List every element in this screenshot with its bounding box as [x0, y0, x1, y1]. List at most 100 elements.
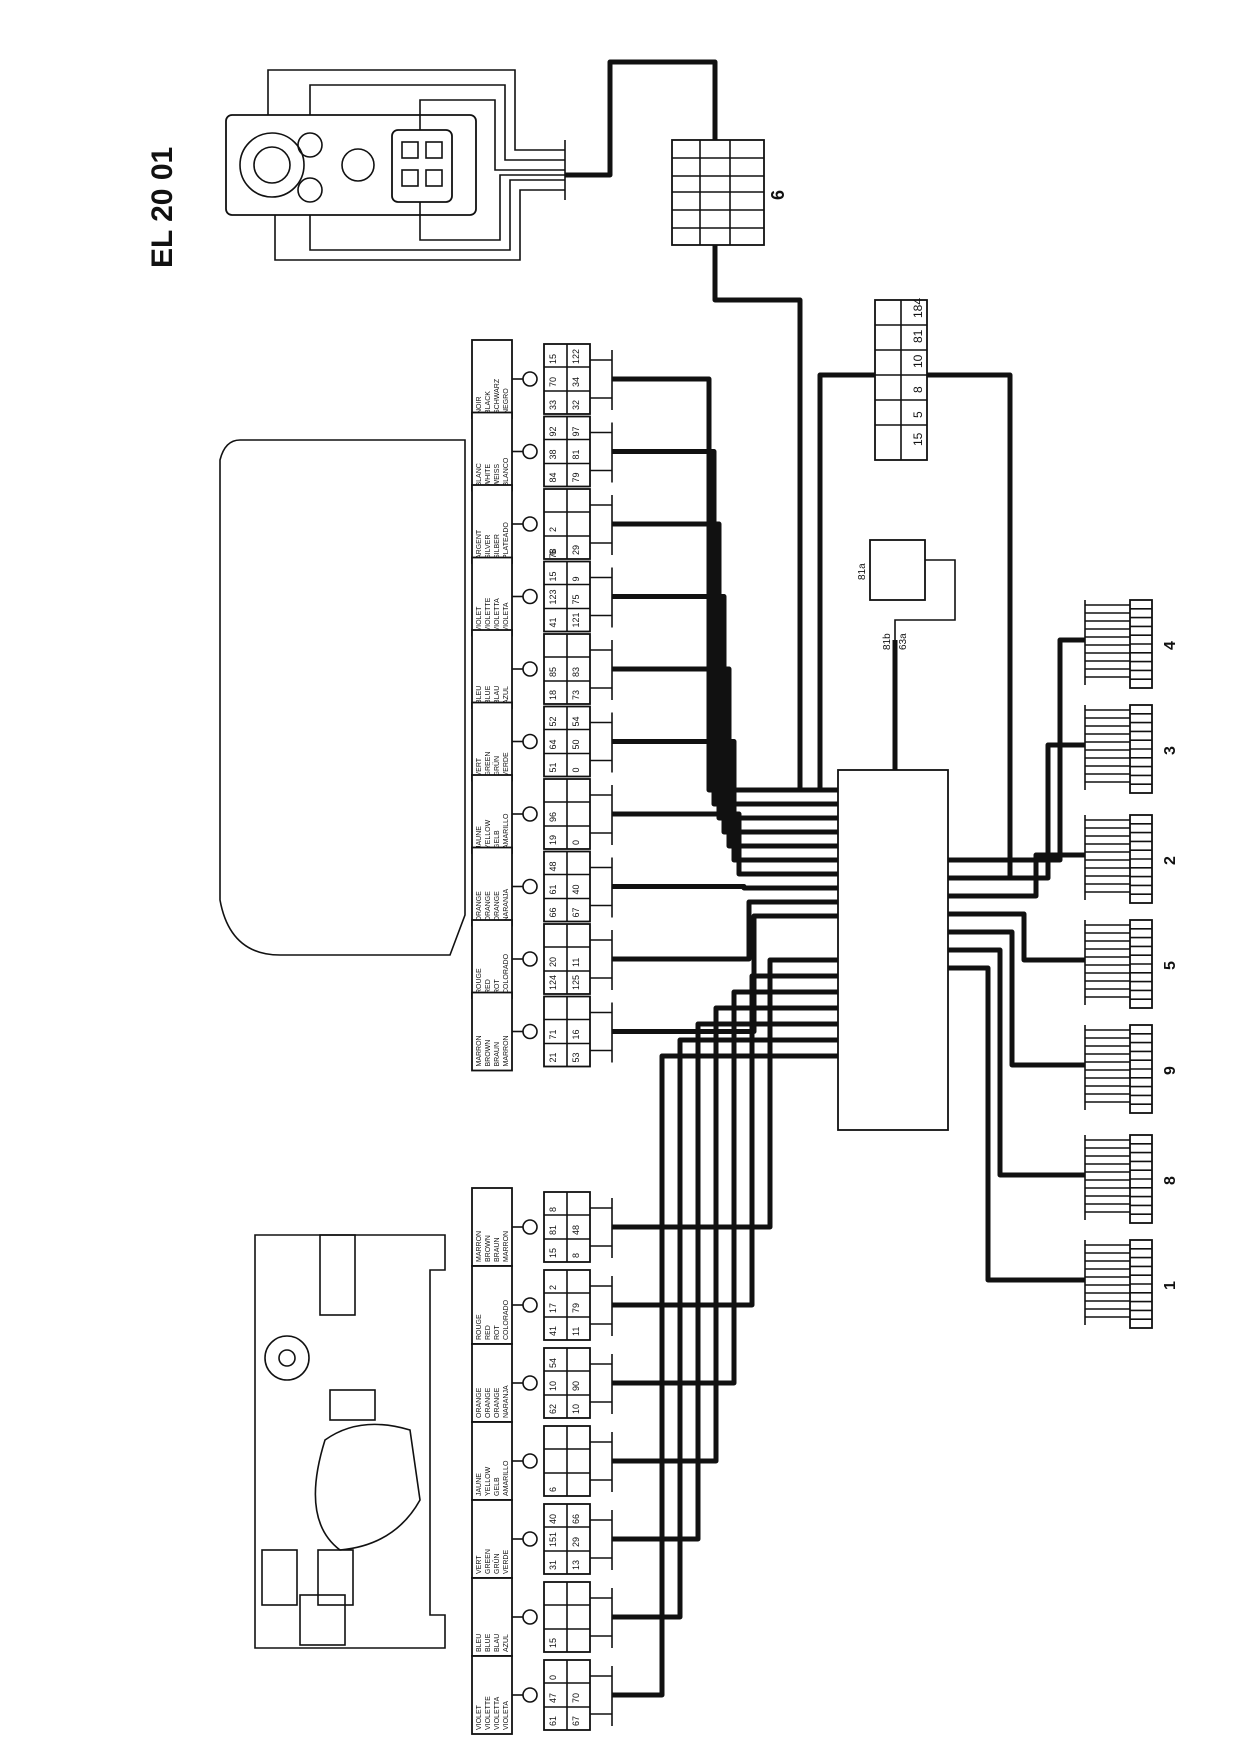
middle-pin-5: 5 — [911, 411, 925, 418]
connector-pin: 122 — [571, 349, 581, 364]
connector-color-label: MARRON — [503, 1035, 510, 1066]
connector-color-label: VIOLETTA — [494, 1696, 501, 1730]
connector-pin: 123 — [548, 589, 558, 604]
connector-pin: 11 — [571, 958, 581, 967]
relay: 81a 81b 63a — [857, 539, 956, 650]
connector-color-label: PLATEADO — [503, 522, 510, 559]
bundle-wire — [612, 989, 838, 1386]
connector-pin: 29 — [571, 1537, 581, 1547]
connector-color-label: BLAU — [494, 1634, 501, 1652]
connector-pin: 47 — [548, 1693, 558, 1703]
connector-color-label: VIOLET — [476, 606, 483, 632]
connector-pin: 16 — [571, 1029, 581, 1039]
block-6: 6 — [671, 139, 788, 246]
bundle-wire — [612, 1053, 838, 1698]
block-1: 1 — [1084, 1239, 1179, 1329]
block-8-number: 8 — [1162, 1176, 1179, 1185]
connector-pin: 19 — [548, 835, 558, 845]
connector-color-label: RED — [485, 979, 492, 994]
middle-pin-8: 8 — [911, 386, 925, 393]
connector-pin: 81 — [548, 1225, 558, 1235]
bundle-wire — [612, 884, 838, 891]
connector-color-label: VIOLETA — [503, 602, 510, 631]
connector-color-label: JAUNE — [476, 826, 483, 849]
connector-pin: 73 — [571, 690, 581, 700]
bundle-wire — [612, 376, 838, 793]
connector-color-label: GREEN — [485, 1549, 492, 1574]
connector-color-label: YELLOW — [485, 819, 492, 849]
connector-pin: 17 — [548, 1303, 558, 1313]
connector-color-label: VIOLETTA — [494, 598, 501, 632]
connector-color-label: VIOLETA — [503, 1701, 510, 1730]
connector-pin: 2 — [548, 1285, 558, 1290]
connector-color-label: ORANGE — [485, 1387, 492, 1418]
connector-color-label: BLANC — [476, 463, 483, 486]
connector-pin: 85 — [548, 667, 558, 677]
connector-pin: 8 — [548, 1207, 558, 1212]
relay-pin-81a: 81a — [857, 563, 868, 580]
connector-pin: 70 — [548, 377, 558, 387]
connector-pin: 75 — [571, 594, 581, 604]
block-2-number: 2 — [1162, 856, 1179, 865]
connector-color-label: GRÜN — [493, 1553, 501, 1574]
bundle-wire-right — [948, 637, 1085, 863]
connector-color-label: ROT — [494, 1325, 501, 1341]
bundle-wire-right — [948, 911, 1085, 963]
connector-color-label: BLEU — [476, 686, 483, 704]
connector-color-label: ORANGE — [485, 891, 492, 922]
block-3: 3 — [1084, 704, 1179, 794]
connector-color-label: BLUE — [485, 1633, 492, 1652]
connector-pin: 97 — [571, 426, 581, 436]
bundle-wire-right — [948, 742, 1085, 881]
connector-color-label: ARGENT — [476, 529, 483, 559]
connector-pin: 15 — [548, 1638, 558, 1648]
block-5-number: 5 — [1162, 961, 1179, 970]
connector-color-label: NEGRO — [503, 388, 510, 414]
connector-color-label: COLORADO — [503, 953, 510, 994]
connector-pin: 48 — [571, 1225, 581, 1235]
bundle-wire — [612, 811, 838, 877]
middle-pin-block: 184 81 10 8 5 15 — [874, 298, 928, 461]
connector-pin: 34 — [571, 377, 581, 387]
connector-color-label: AMARILLO — [503, 813, 510, 849]
block-4: 4 — [1084, 599, 1179, 689]
connector-pin: 83 — [571, 667, 581, 677]
connector-pin: 125 — [571, 975, 581, 990]
connector-color-label: BRAUN — [494, 1042, 501, 1067]
connector-color-label: MARRON — [476, 1231, 483, 1262]
dashboard-outline-lower — [254, 1234, 446, 1649]
connector-pin: 67 — [571, 907, 581, 917]
connector-color-label: ORANGE — [494, 891, 501, 922]
block-3-number: 3 — [1162, 746, 1179, 755]
connector-pin: 121 — [571, 612, 581, 627]
connector-color-label: JAUNE — [476, 1473, 483, 1496]
connector-pin: 70 — [571, 1693, 581, 1703]
bundle-wire-right — [948, 852, 1085, 899]
connector-color-label: YELLOW — [485, 1466, 492, 1496]
connector-color-label: SILVER — [485, 535, 492, 559]
connector-pin: 151 — [548, 1532, 558, 1547]
middle-pin-10: 10 — [911, 354, 925, 368]
bundle-wire — [612, 1005, 838, 1464]
connector-color-label: MARRON — [503, 1231, 510, 1262]
connector-color-label: VIOLETTE — [485, 1696, 492, 1730]
connector-color-label: BLAU — [494, 686, 501, 704]
connector-color-label: VERDE — [503, 752, 510, 776]
connector-pin: 92 — [548, 426, 558, 436]
relay-pin-63a: 63a — [898, 633, 909, 650]
connector-pin: 29 — [571, 545, 581, 555]
connector-color-label: ORANGE — [476, 891, 483, 922]
wire-middle-block-left — [817, 372, 875, 790]
connector-pin: 40 — [548, 1514, 558, 1524]
connector-pin: 50 — [571, 739, 581, 749]
